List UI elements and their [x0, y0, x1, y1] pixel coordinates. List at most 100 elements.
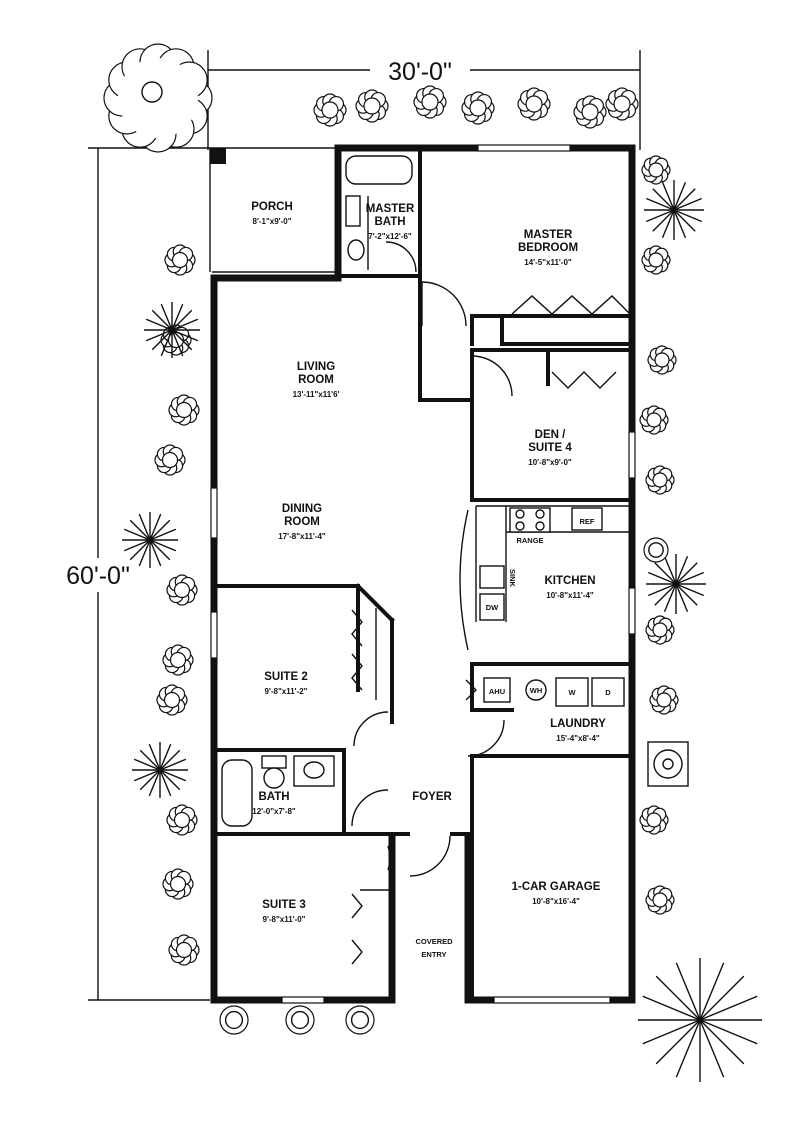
round-shrub-icon — [285, 1005, 315, 1035]
shrub-icon — [168, 934, 200, 966]
room-suite-3: SUITE 3 9'-8"x11'-0" — [262, 899, 305, 924]
shrub-icon — [413, 85, 447, 119]
shrub-icon — [156, 684, 188, 716]
room-name: DINING — [282, 503, 322, 515]
dryer-label: D — [605, 688, 611, 697]
shrub-icon — [461, 91, 495, 125]
shrub-icon — [573, 95, 607, 129]
shrub-icon — [517, 87, 551, 121]
range-label: RANGE — [516, 536, 543, 545]
palm-icon — [122, 512, 178, 568]
shrub-icon — [645, 615, 675, 645]
width-dimension: 30'-0" — [388, 58, 452, 86]
tree-icon — [103, 43, 213, 153]
room-laundry: LAUNDRY 15'-4"x8'-4" — [550, 718, 606, 743]
room-garage: 1-CAR GARAGE 10'-8"x16'-4" — [512, 881, 601, 906]
shrub-icon — [605, 87, 639, 121]
exterior-walls — [210, 144, 636, 1004]
dishwasher-label: DW — [486, 603, 499, 612]
room-name: SUITE 2 — [264, 671, 307, 683]
shrub-icon — [647, 345, 677, 375]
shrub-icon — [164, 244, 196, 276]
room-labels: PORCH8'-1"x9'-0"MASTERBATH7'-2"x12'-6"MA… — [251, 201, 611, 959]
shrub-icon — [641, 245, 671, 275]
room-size: 8'-1"x9'-0" — [253, 217, 292, 226]
round-shrub-icon — [219, 1005, 249, 1035]
room-covered-entry: COVERED ENTRY — [415, 937, 453, 959]
ahu-label: AHU — [489, 687, 505, 696]
room-size: 7'-2"x12'-6" — [368, 232, 412, 241]
room-name: PORCH — [251, 201, 293, 213]
room-porch: PORCH 8'-1"x9'-0" — [251, 201, 293, 226]
shrub-icon — [154, 444, 186, 476]
room-suite-2: SUITE 2 9'-8"x11'-2" — [264, 671, 307, 696]
room-name: DEN / — [535, 429, 566, 441]
room-name: BATH — [374, 216, 405, 228]
room-name: ROOM — [298, 374, 334, 386]
room-name: BATH — [258, 791, 289, 803]
room-kitchen: KITCHEN 10'-8"x11'-4" — [544, 575, 595, 600]
shrub-icon — [166, 804, 198, 836]
sink-label: SINK — [508, 569, 517, 588]
room-size: 9'-8"x11'-0" — [263, 915, 306, 924]
room-name: COVERED — [415, 937, 453, 946]
round-shrub-icon — [345, 1005, 375, 1035]
round-shrub-icon — [643, 537, 669, 563]
washer-label: W — [568, 688, 576, 697]
room-den: DEN /SUITE 4 10'-8"x9'-0" — [528, 429, 572, 467]
room-size: 17'-8"x11'-4" — [278, 532, 326, 541]
shrub-icon — [641, 155, 671, 185]
room-size: 10'-8"x16'-4" — [532, 897, 580, 906]
doors-and-closets — [210, 144, 689, 1004]
depth-dimension: 60'-0" — [66, 562, 130, 590]
shrub-icon — [639, 805, 669, 835]
room-name: MASTER — [366, 203, 415, 215]
room-size: 12'-0"x7'-8" — [252, 807, 296, 816]
room-size: 14'-5"x11'-0" — [524, 258, 572, 267]
landscaping — [103, 43, 762, 1082]
room-name: BEDROOM — [518, 242, 578, 254]
palm-icon — [644, 180, 704, 240]
room-name: LIVING — [297, 361, 335, 373]
ref-label: REF — [580, 517, 595, 526]
palm-icon — [646, 554, 706, 614]
shrub-icon — [162, 868, 194, 900]
shrub-icon — [162, 644, 194, 676]
interior-walls — [212, 146, 634, 1002]
shrub-icon — [649, 685, 679, 715]
palm-icon — [638, 958, 762, 1082]
shrub-icon — [168, 394, 200, 426]
shrub-icon — [355, 89, 389, 123]
room-size: 10'-8"x11'-4" — [546, 591, 594, 600]
room-name: SUITE 3 — [262, 899, 305, 911]
room-name: 1-CAR GARAGE — [512, 881, 601, 893]
room-name: LAUNDRY — [550, 718, 606, 730]
room-bath: BATH 12'-0"x7'-8" — [252, 791, 296, 816]
palm-icon — [132, 742, 188, 798]
room-name: MASTER — [524, 229, 573, 241]
room-name: ENTRY — [421, 950, 446, 959]
room-size: 9'-8"x11'-2" — [265, 687, 308, 696]
shrub-icon — [639, 405, 669, 435]
room-foyer: FOYER — [412, 791, 452, 803]
room-size: 13'-11"x11'6' — [293, 390, 340, 399]
shrub-icon — [645, 465, 675, 495]
room-name: KITCHEN — [544, 575, 595, 587]
dimension-lines — [60, 50, 641, 1001]
water-heater-label: WH — [530, 686, 543, 695]
room-size: 10'-8"x9'-0" — [528, 458, 572, 467]
room-name: SUITE 4 — [528, 442, 572, 454]
shrub-icon — [166, 574, 198, 606]
palm-icon — [144, 302, 200, 358]
shrub-icon — [313, 93, 347, 127]
room-size: 15'-4"x8'-4" — [556, 734, 600, 743]
room-name: FOYER — [412, 791, 452, 803]
room-name: ROOM — [284, 516, 320, 528]
shrub-icon — [645, 885, 675, 915]
